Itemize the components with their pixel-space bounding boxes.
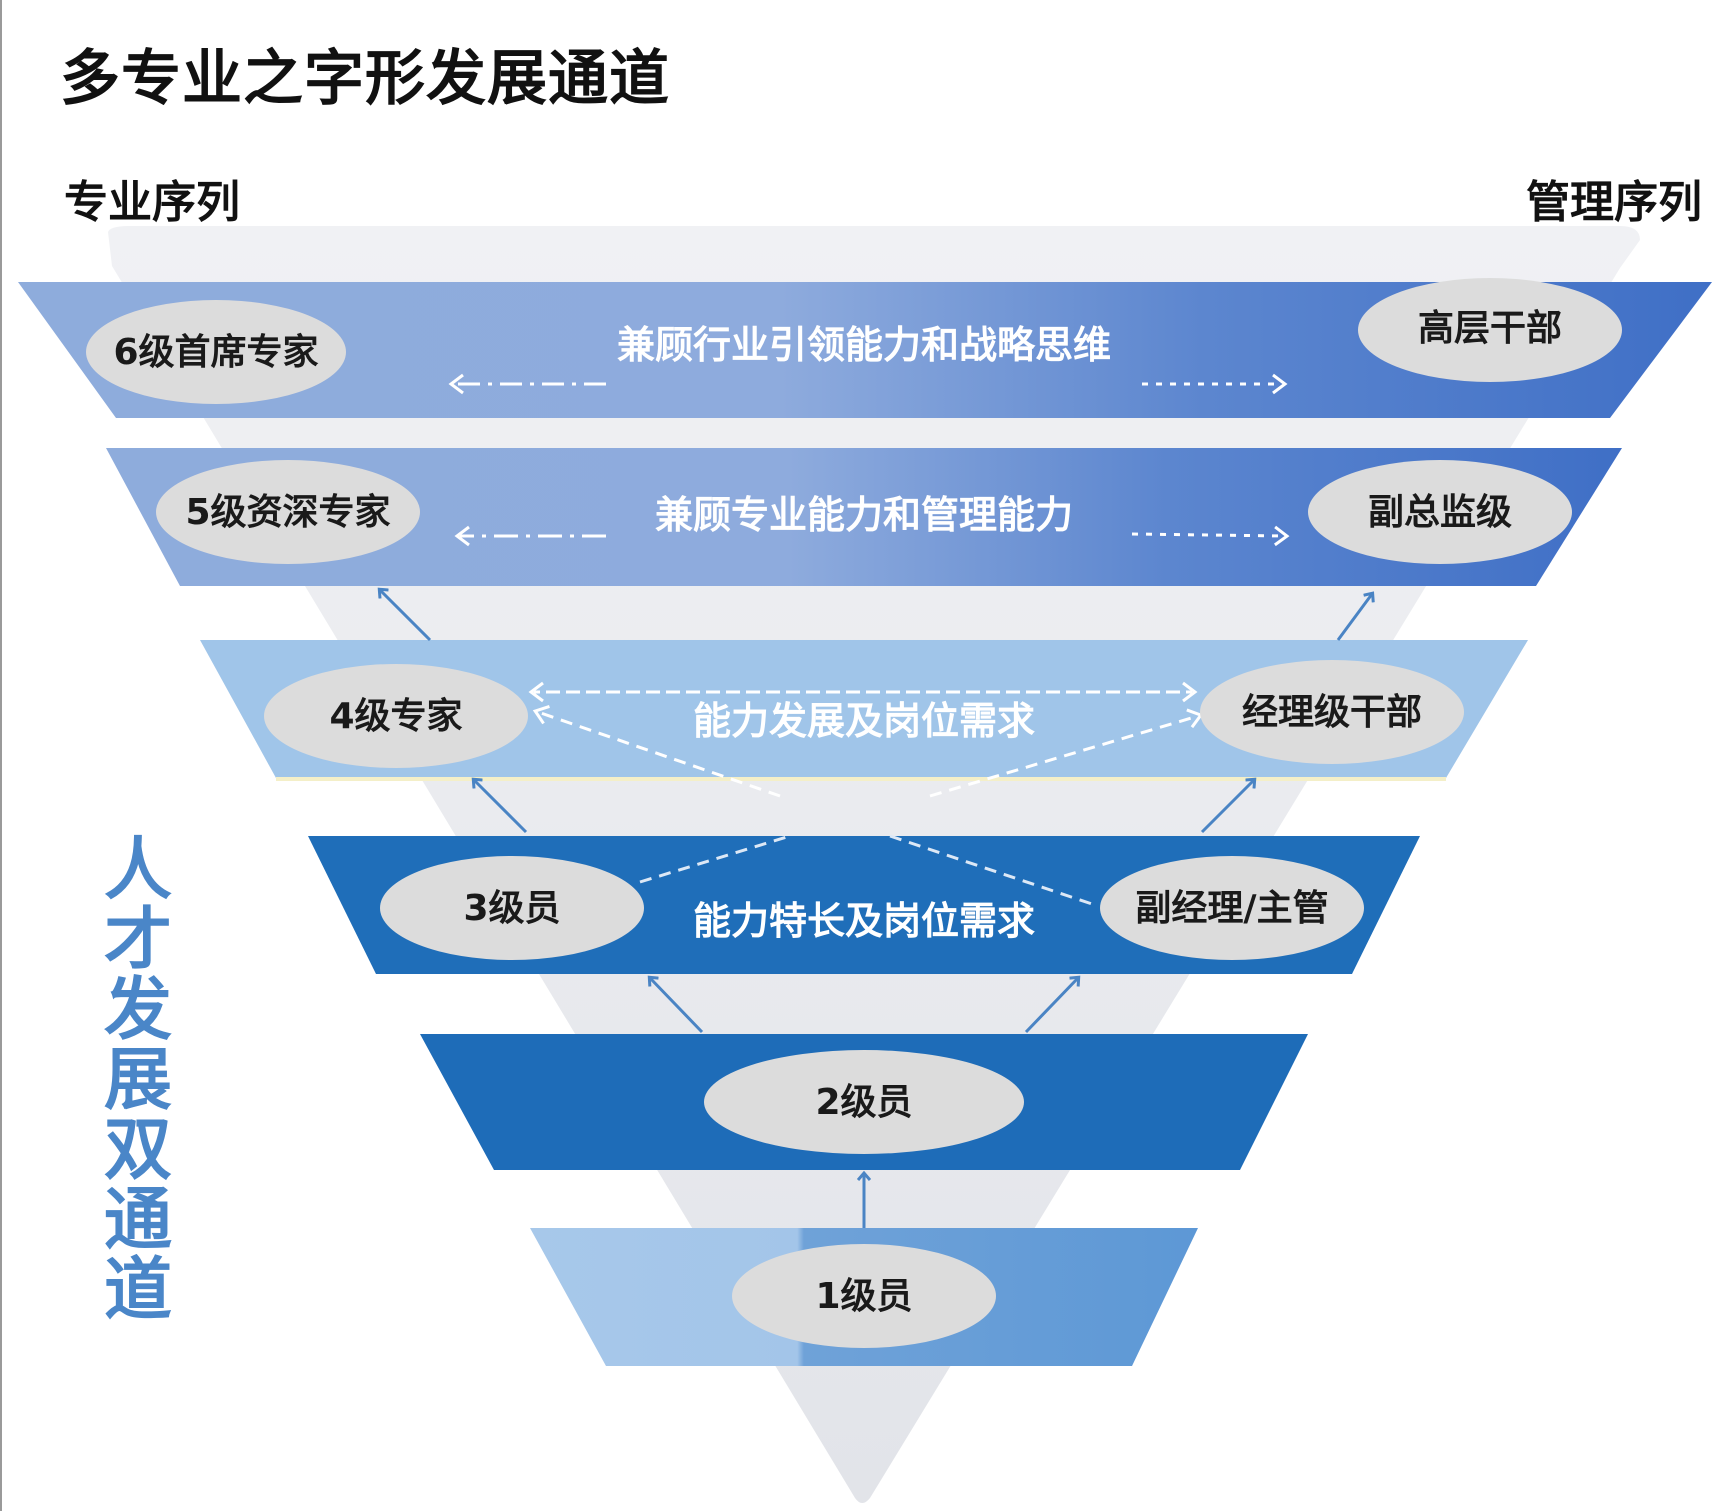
zigzag-diag-right-up [929, 708, 1204, 798]
zigzag-diag-left-down [639, 834, 791, 884]
center-text-level-5: 兼顾专业能力和管理能力 [655, 493, 1073, 537]
professional-series-label: 专业序列 [64, 177, 240, 228]
management-series-label: 管理序列 [1526, 177, 1702, 228]
center-text-level-3: 能力特长及岗位需求 [693, 899, 1035, 943]
oval-level-6-right [1358, 278, 1622, 382]
arrow-4-to-5-left [380, 590, 432, 642]
oval-level-2-center [704, 1050, 1024, 1154]
label-level-3-left: 3级员 [463, 888, 560, 929]
oval-level-6-left [86, 300, 346, 404]
label-level-3-right: 副经理/主管 [1135, 888, 1328, 929]
oval-level-3-left [380, 856, 644, 960]
level-4-band [200, 640, 1528, 778]
arrow-4-to-5-right [1336, 594, 1372, 641]
arrow-2-to-3-right [1024, 978, 1078, 1034]
oval-level-5-left [156, 460, 420, 564]
zigzag-diag-left-up [532, 705, 781, 798]
label-level-5-right: 副总监级 [1368, 492, 1512, 533]
level-5-band [106, 448, 1622, 586]
oval-level-1-center [732, 1244, 996, 1348]
label-level-2-center: 2级员 [815, 1082, 912, 1123]
label-level-4-left: 4级专家 [329, 696, 462, 737]
oval-level-5-right [1308, 460, 1572, 564]
vertical-title: 人才发展双通道 [103, 831, 172, 1330]
oval-level-4-right [1200, 660, 1464, 764]
arrow-2-to-3-left [650, 978, 704, 1034]
arrow-3-to-4-left [474, 780, 528, 834]
label-level-6-right: 高层干部 [1418, 308, 1562, 349]
arrow-3-to-4-right [1200, 780, 1254, 834]
label-level-5-left: 5级资深专家 [185, 492, 390, 533]
page-title: 多专业之字形发展通道 [60, 44, 670, 114]
label-level-4-right: 经理级干部 [1242, 692, 1422, 733]
label-level-6-left: 6级首席专家 [113, 332, 318, 373]
center-text-level-4: 能力发展及岗位需求 [693, 699, 1035, 743]
center-text-level-6: 兼顾行业引领能力和战略思维 [617, 323, 1111, 367]
oval-level-4-left [264, 664, 528, 768]
zigzag-diag-right-down [889, 834, 1099, 908]
oval-level-3-right [1100, 856, 1364, 960]
label-level-1-center: 1级员 [815, 1276, 912, 1317]
level-5-right-dash-arrow [1131, 525, 1290, 547]
level-6-band [18, 282, 1712, 418]
